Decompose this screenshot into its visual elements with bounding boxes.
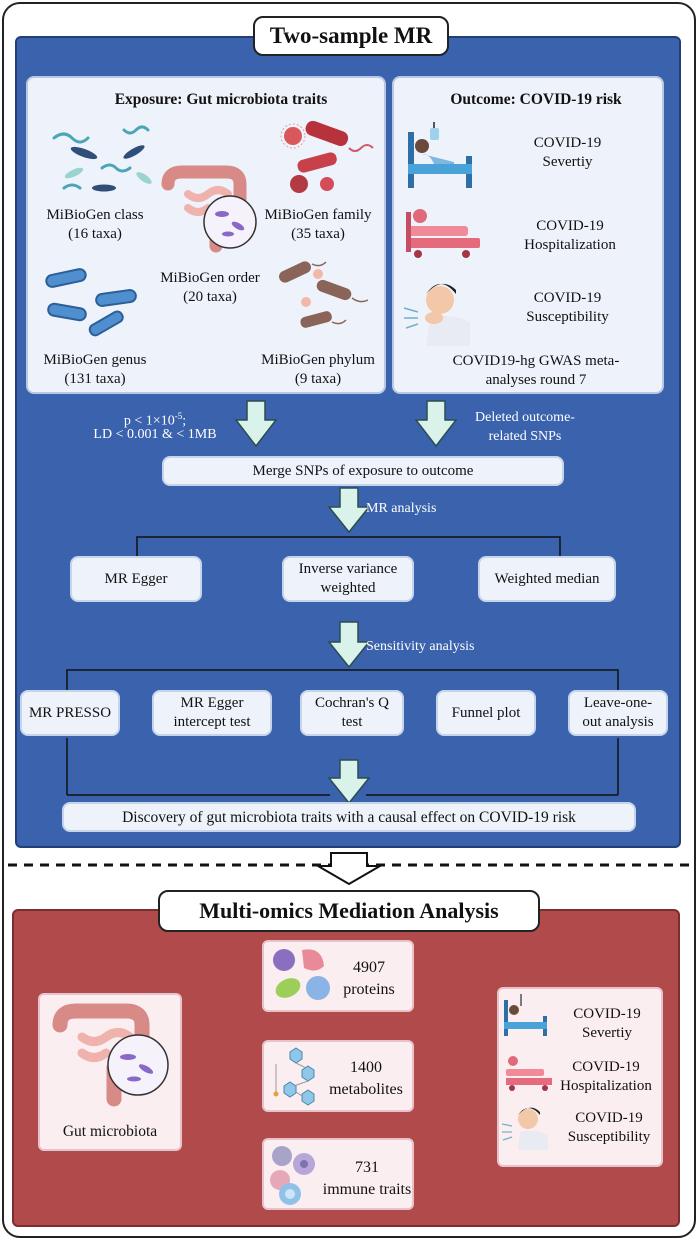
order-label: MiBioGen order: [160, 270, 260, 286]
mediation-title: Multi-omics Mediation Analysis: [158, 890, 540, 932]
section-transition-arrow: [314, 852, 384, 886]
mediation-hospitalization-icon: [506, 1056, 552, 1091]
outcome-source-line1: COVID19-hg GWAS meta-: [452, 353, 620, 369]
merge-down-arrow: [327, 487, 371, 534]
proteins-label: proteins: [343, 981, 395, 998]
class-bacteria-icon: [52, 125, 152, 192]
metabolites-count: 1400: [350, 1059, 382, 1076]
proteins-count: 4907: [353, 959, 385, 976]
metabolites-label: metabolites: [329, 1081, 403, 1098]
outcome-susc-line2: Susceptibility: [526, 309, 609, 325]
mr-presso-box: MR PRESSO: [20, 690, 120, 736]
mediation-susc-line2: Susceptibility: [567, 1129, 651, 1145]
discovery-box: Discovery of gut microbiota traits with …: [62, 802, 636, 832]
family-label: MiBioGen family: [264, 207, 372, 223]
outcome-title: Outcome: COVID-19 risk: [450, 91, 622, 108]
coughing-person-icon: [403, 283, 470, 346]
outcome-down-arrow: [414, 400, 458, 448]
genus-bacteria-icon: [45, 268, 137, 337]
mediation-hosp-line2: Hospitalization: [560, 1078, 652, 1094]
genus-count: (131 taxa): [64, 371, 126, 387]
merge-snps-box: Merge SNPs of exposure to outcome: [162, 456, 564, 486]
exposure-down-arrow: [234, 400, 278, 448]
immune-cell-icon: [270, 1146, 315, 1205]
page-title: Two-sample MR: [253, 16, 449, 56]
protein-icon: [273, 949, 330, 1000]
exposure-threshold-line2: LD < 0.001 & < 1MB: [93, 427, 217, 442]
order-count: (20 taxa): [183, 289, 237, 305]
mr-bracket-line: [136, 536, 561, 560]
outcome-hosp-line1: COVID-19: [536, 218, 604, 234]
intestine-icon: [161, 165, 257, 253]
leave-one-out-box: Leave-one-out analysis: [568, 690, 668, 736]
outcome-susc-line1: COVID-19: [533, 290, 602, 306]
metabolites-card: [262, 1040, 414, 1112]
gut-microbiota-icon: [52, 1003, 169, 1107]
immune-traits-label: immune traits: [322, 1181, 412, 1198]
mediation-severity-line1: COVID-19: [573, 1006, 641, 1022]
outcome-severity-line1: COVID-19: [533, 135, 602, 151]
sensitivity-analysis-label: Sensitivity analysis: [366, 639, 475, 654]
phylum-count: (9 taxa): [294, 371, 342, 387]
family-count: (35 taxa): [291, 226, 345, 242]
outcome-severity-line2: Severtiy: [542, 154, 593, 170]
exposure-threshold-line1: p < 1×10-5;: [123, 411, 187, 429]
family-bacteria-icon: [280, 120, 374, 193]
mediation-severity-icon: [504, 994, 547, 1036]
immune-traits-count: 731: [355, 1159, 379, 1176]
exposure-title: Exposure: Gut microbiota traits: [114, 91, 328, 108]
sensitivity-bracket-line: [66, 669, 619, 691]
mr-egger-box: MR Egger: [70, 556, 202, 602]
mediation-susc-line1: COVID-19: [575, 1110, 643, 1126]
mr-down-arrow: [327, 621, 371, 669]
deleted-snps-line1: Deleted outcome-: [475, 410, 575, 425]
weighted-median-box: Weighted median: [478, 556, 616, 602]
funnel-plot-box: Funnel plot: [436, 690, 536, 736]
class-label: MiBioGen class: [46, 207, 144, 223]
outcome-source-line2: analyses round 7: [485, 372, 587, 388]
phylum-label: MiBioGen phylum: [261, 352, 375, 368]
phylum-bacteria-icon: [279, 261, 369, 328]
mediation-susceptibility-icon: [501, 1107, 548, 1150]
genus-label: MiBioGen genus: [43, 352, 147, 368]
deleted-snps-line2: related SNPs: [488, 429, 562, 444]
metabolite-icon: [273, 1047, 315, 1106]
hospitalization-bed-icon: [406, 209, 480, 258]
mediation-hosp-line1: COVID-19: [572, 1059, 640, 1075]
hospital-bed-icon: [408, 122, 472, 188]
class-count: (16 taxa): [68, 226, 122, 242]
outcome-hosp-line2: Hospitalization: [524, 237, 616, 253]
mr-analysis-label: MR analysis: [366, 501, 437, 516]
gut-microbiota-label: Gut microbiota: [62, 1123, 158, 1140]
sensitivity-down-arrow: [327, 759, 371, 805]
mediation-severity-line2: Severtiy: [582, 1025, 632, 1041]
